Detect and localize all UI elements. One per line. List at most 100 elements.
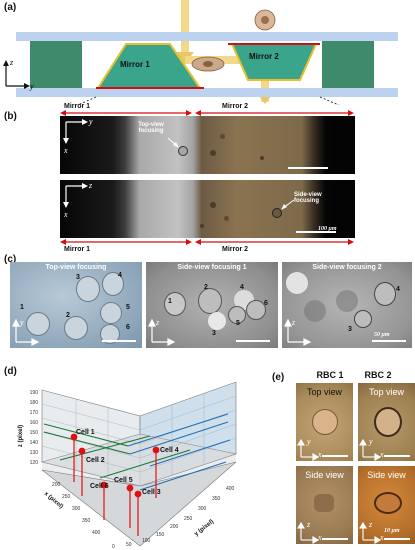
e-axis-z-1: z: [307, 520, 311, 529]
cell-4-label: Cell 4: [160, 447, 179, 454]
particle: [224, 216, 229, 221]
axis-x-b-bottom: x: [64, 210, 68, 219]
e-annotations: [297, 438, 410, 544]
c1-num-5: 5: [126, 304, 130, 311]
c-axis-x-3: x: [304, 337, 308, 346]
c1-num-1: 1: [20, 304, 24, 311]
cell-3-label: Cell 3: [142, 489, 161, 496]
axis-z-b-bottom: z: [89, 181, 93, 190]
x-tick: 350: [82, 518, 91, 524]
y-tick: 50: [126, 542, 132, 548]
e-axis-x-4: x: [380, 533, 384, 542]
rbc: [314, 494, 334, 512]
mirror-brackets-bottom: [60, 239, 354, 245]
mirror2-bottom-label: Mirror 2: [222, 246, 249, 253]
y-axis-label: y (pixel): [194, 519, 216, 538]
cell-1-label: Cell 1: [76, 429, 95, 436]
top-view-focusing-label: Top-view focusing: [138, 122, 164, 134]
rbc: [374, 492, 402, 514]
y-tick: 300: [198, 506, 207, 512]
micro-top-annotations: [63, 119, 179, 148]
y-tick: 350: [212, 496, 221, 502]
c-axis-y: y: [20, 318, 24, 327]
c2-num-6: 6: [264, 300, 268, 307]
cell-3: [208, 312, 226, 330]
y-tick: 200: [170, 524, 179, 530]
cell-3: [354, 310, 372, 328]
c-axis-z-2: z: [156, 318, 160, 327]
particle: [210, 150, 216, 156]
e-axis-x-1: x: [318, 450, 322, 459]
y-tick: 150: [156, 532, 165, 538]
z-tick: 150: [30, 430, 39, 436]
c-axis-x-1: x: [32, 337, 36, 346]
micro-bottom-annotations: [63, 183, 336, 233]
c1-num-4: 4: [118, 272, 122, 279]
axis-z-label: z: [10, 58, 14, 67]
micro-c-side-view-2: [282, 262, 412, 348]
cell-2-label: Cell 2: [86, 457, 105, 464]
scale-bar-white: [288, 167, 328, 169]
particle: [220, 134, 225, 139]
c-title-1: Top-view focusing: [45, 264, 107, 271]
x-tick: 250: [62, 494, 71, 500]
c3-num-4: 4: [396, 286, 400, 293]
c2-num-4: 4: [240, 284, 244, 291]
z-tick: 160: [30, 420, 39, 426]
cell-5: [228, 306, 246, 324]
z-tick: 180: [30, 400, 39, 406]
e-axis-y-2: y: [369, 437, 373, 446]
focused-cell: [178, 146, 188, 156]
cell-2: [64, 316, 88, 340]
cell-5: [100, 302, 122, 324]
panel-a-schematic: [3, 0, 398, 105]
top-view-label-1: Top view: [306, 387, 342, 397]
blur-cell: [286, 272, 308, 294]
c-scale-label: 50 μm: [374, 332, 390, 338]
cell-1: [26, 312, 50, 336]
rbc2-top-view: [358, 383, 415, 461]
y-tick: 100: [142, 538, 151, 544]
axis-y-b-top: y: [89, 117, 93, 126]
mirror1-top-label: Mirror 1: [64, 103, 91, 110]
x-axis-label: x (pixel): [43, 491, 64, 510]
rbc: [312, 409, 338, 435]
panel-b-label: (b): [4, 111, 17, 122]
cell-4: [102, 272, 124, 296]
c1-num-3: 3: [76, 274, 80, 281]
c2-num-2: 2: [204, 284, 208, 291]
z-axis-label: z (pixel): [18, 425, 24, 447]
mirror2-top-label: Mirror 2: [222, 103, 249, 110]
c1-num-2: 2: [66, 312, 70, 319]
cell-1: [164, 292, 186, 316]
axis-y-label: y: [30, 82, 34, 91]
panel-c-label: (c): [4, 254, 17, 265]
particle: [260, 156, 264, 160]
micro-image-top-view: [60, 116, 355, 174]
mirror-brackets-top: [60, 110, 354, 116]
mirror1-bottom-label: Mirror 1: [64, 246, 91, 253]
scale-label-b: 100 μm: [318, 226, 337, 232]
e-axis-y-1: y: [307, 437, 311, 446]
micro-c-side-view-1: [146, 262, 278, 348]
cell-6-label: Cell 6: [90, 483, 109, 490]
side-view-label-1: Side view: [305, 470, 344, 480]
z-tick: 190: [30, 390, 39, 396]
panel-d-label: (d): [4, 366, 17, 377]
rbc1-top-view: [296, 383, 353, 461]
rbc1-title: RBC 1: [316, 370, 344, 380]
c3-num-3: 3: [348, 326, 352, 333]
c2-num-3: 3: [212, 330, 216, 337]
cell-5-label: Cell 5: [114, 477, 133, 484]
side-view-focusing-label: Side-view focusing: [294, 192, 322, 204]
micro-image-side-view: [60, 180, 355, 238]
panel-e-label: (e): [272, 372, 285, 383]
y-tick: 0: [112, 544, 115, 550]
rbc2-title: RBC 2: [364, 370, 392, 380]
rbc1-side-view: [296, 466, 353, 544]
particle: [200, 224, 204, 228]
rbc2-side-view: [358, 466, 415, 544]
side-view-label-2: Side view: [367, 470, 406, 480]
c-axis-z-3: z: [292, 318, 296, 327]
e-axis-x-3: x: [318, 533, 322, 542]
